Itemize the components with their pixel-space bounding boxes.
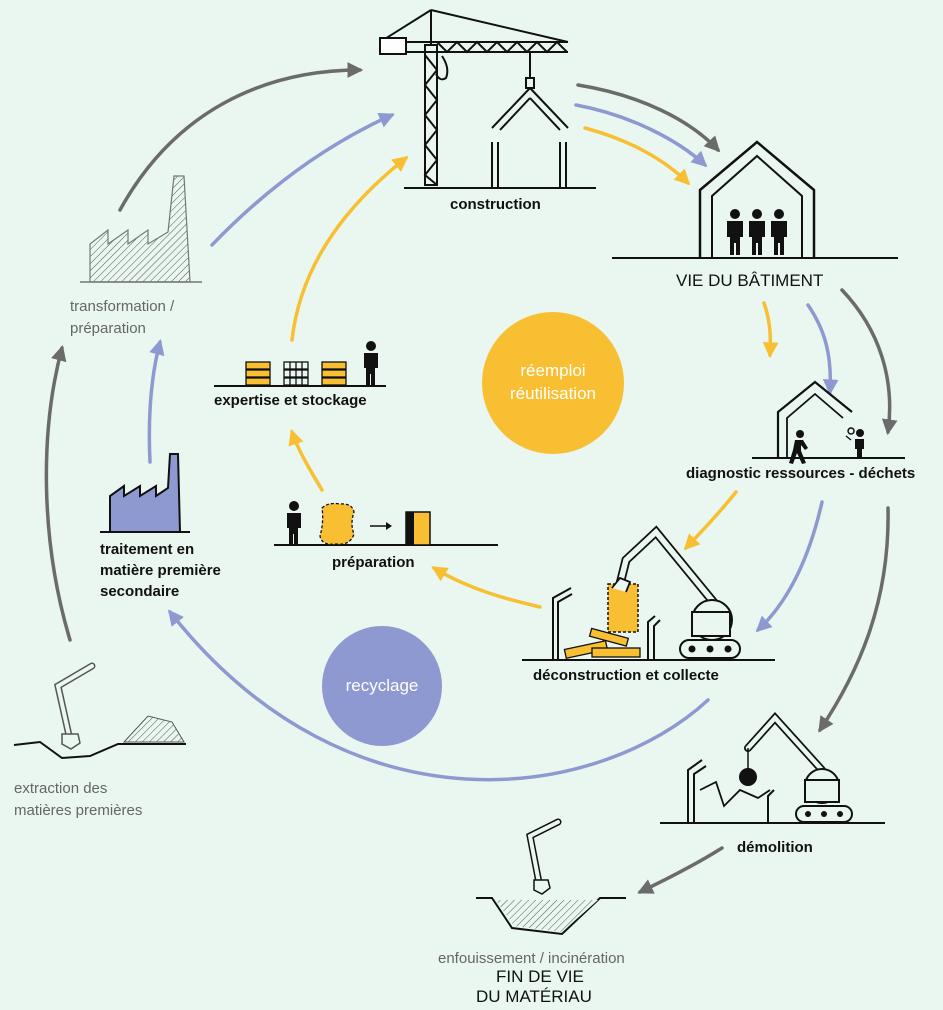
recyclage-badge-label: recyclage xyxy=(345,675,419,695)
worker-with-material-icon xyxy=(274,501,498,546)
reemploi-badge: réemploi réutilisation xyxy=(482,312,624,454)
label-traitement-1: traitement en xyxy=(100,541,195,558)
demolition-excavator-icon xyxy=(660,712,885,824)
label-expertise: expertise et stockage xyxy=(214,392,367,409)
recyclage-flow-arrows xyxy=(147,103,839,782)
inspection-house-icon xyxy=(752,380,905,464)
label-extraction-1: extraction des xyxy=(14,780,108,797)
label-extraction-2: matières premières xyxy=(14,802,143,819)
landfill-pit-icon xyxy=(476,818,626,936)
label-vie-batiment: VIE DU BÂTIMENT xyxy=(676,271,824,290)
factory-hatched-icon xyxy=(80,175,202,283)
recyclage-badge: recyclage xyxy=(322,626,442,746)
label-enfouissement: enfouissement / incinération xyxy=(438,950,625,967)
reemploi-flow-arrows xyxy=(288,126,779,609)
label-demolition: démolition xyxy=(737,839,813,856)
factory-blue-icon xyxy=(100,453,190,533)
reemploi-badge-line1: réemploi xyxy=(520,361,586,381)
excavator-deconstruction-icon xyxy=(522,525,775,661)
label-transformation-2: préparation xyxy=(70,320,146,337)
label-fin-de-vie-1: FIN DE VIE xyxy=(496,967,584,986)
label-diagnostic: diagnostic ressources - déchets xyxy=(686,465,916,482)
extraction-excavator-icon xyxy=(13,662,186,760)
label-preparation: préparation xyxy=(332,554,415,571)
linear-flow-arrows xyxy=(44,62,898,894)
label-transformation-1: transformation / xyxy=(70,298,175,315)
label-traitement-2: matière première xyxy=(100,562,221,579)
label-construction: construction xyxy=(450,196,541,213)
house-with-people-icon xyxy=(612,140,898,259)
tower-crane-icon xyxy=(379,9,596,189)
material-stacks-icon xyxy=(214,341,386,387)
label-traitement-3: secondaire xyxy=(100,583,180,600)
label-deconstruction: déconstruction et collecte xyxy=(533,667,719,684)
reemploi-badge-line2: réutilisation xyxy=(510,384,596,403)
label-fin-de-vie-2: DU MATÉRIAU xyxy=(476,987,592,1006)
